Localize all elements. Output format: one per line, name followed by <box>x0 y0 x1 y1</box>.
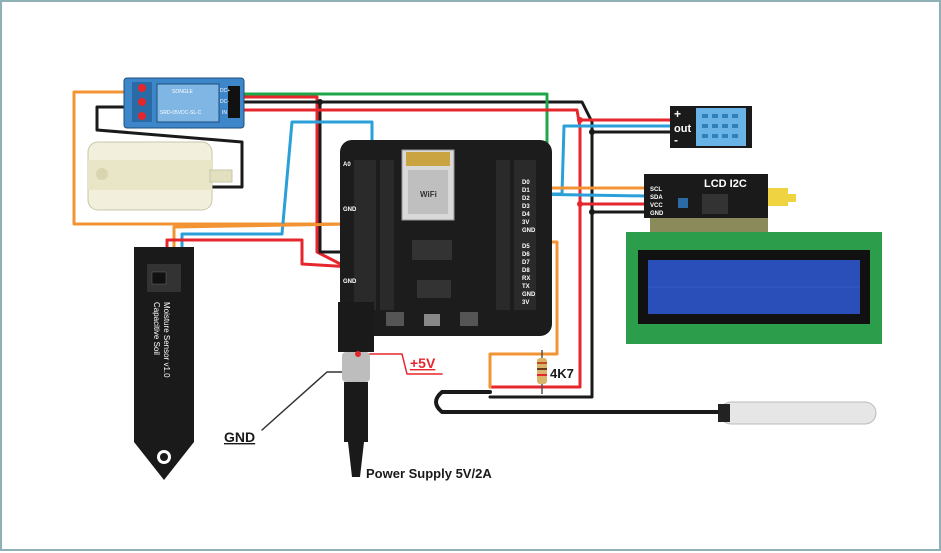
pin-label: D4 <box>522 212 530 218</box>
resistor-label: 4K7 <box>550 366 574 381</box>
wire-probe-cable <box>434 390 724 414</box>
sensor-label-2: Moisture Sensor v1.0 <box>162 302 171 378</box>
pin-label: GND <box>343 279 357 285</box>
relay-model: SRD-05VDC-SL-C <box>160 110 202 116</box>
pin-label: GND <box>522 292 536 298</box>
lcd-display <box>626 232 882 344</box>
relay-module: SONGLE SRD-05VDC-SL-C DC+ DC- IN <box>123 77 245 129</box>
pin-label: 3V <box>522 220 529 226</box>
dht-minus-label: - <box>674 133 678 147</box>
lcd-i2c-title: LCD I2C <box>704 178 747 190</box>
lcd-pin-scl: SCL <box>650 187 662 193</box>
temperature-probe <box>718 401 877 425</box>
plus5v-label: +5V <box>410 355 436 371</box>
relay-pin-in: IN <box>222 110 227 116</box>
gnd-callout-line <box>261 371 343 431</box>
wire-black-top-bus <box>235 100 594 399</box>
power-jack <box>338 302 374 477</box>
pin-label: D3 <box>522 204 530 210</box>
water-pump <box>87 141 233 211</box>
gnd-label: GND <box>224 429 255 445</box>
sensor-label-1: Capacitive Soil <box>152 302 161 355</box>
dht-plus-label: + <box>674 107 681 121</box>
dht-out-label: out <box>674 123 691 135</box>
wire-red-sensor <box>165 238 354 269</box>
board-right-pins: D0 D1 D2 D3 D4 3V GND D5 D6 D7 D8 RX TX … <box>522 180 536 306</box>
pin-label: D1 <box>522 188 530 194</box>
nodemcu-board: WiFi A0 GND GND D0 D1 D2 D3 D4 3V GND D5… <box>340 140 552 336</box>
relay-pin-dcminus: DC- <box>220 99 229 105</box>
pin-label: RX <box>522 276 530 282</box>
pin-label: D6 <box>522 252 530 258</box>
pin-label: GND <box>343 207 357 213</box>
power-supply-label: Power Supply 5V/2A <box>366 466 492 481</box>
dht-sensor: + out - <box>670 106 752 148</box>
pin-label: D7 <box>522 260 530 266</box>
pin-label: A0 <box>343 162 351 168</box>
pin-label: D2 <box>522 196 530 202</box>
lcd-pin-gnd: GND <box>650 211 664 217</box>
pin-label: 3V <box>522 300 529 306</box>
pin-label: D5 <box>522 244 530 250</box>
plus5v-callout-line <box>361 353 443 375</box>
relay-pin-dcplus: DC+ <box>220 88 230 94</box>
pin-label: GND <box>522 228 536 234</box>
lcd-pin-sda: SDA <box>650 195 663 201</box>
board-left-pins: A0 GND GND <box>343 162 357 285</box>
pin-label: D8 <box>522 268 530 274</box>
wire-red-relay-top <box>235 95 354 272</box>
wire-black-relay-pump <box>95 105 244 189</box>
pin-label: D0 <box>522 180 530 186</box>
lcd-pin-vcc: VCC <box>650 203 663 209</box>
soil-moisture-sensor: Capacitive Soil Moisture Sensor v1.0 <box>134 247 194 480</box>
junctions <box>317 99 595 215</box>
wifi-module-label: WiFi <box>420 190 437 199</box>
resistor: 4K7 <box>537 350 574 394</box>
pin-label: TX <box>522 284 530 290</box>
relay-brand: SONGLE <box>172 89 194 95</box>
lcd-i2c-module: LCD I2C SCL SDA VCC GND <box>644 174 796 232</box>
